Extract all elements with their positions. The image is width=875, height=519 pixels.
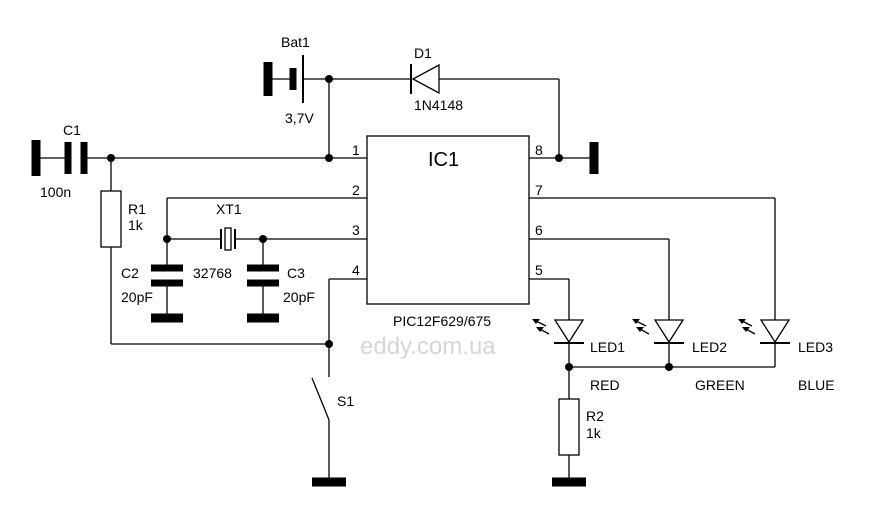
wires xyxy=(84,78,776,480)
ic1: IC1 PIC12F629/675 1 2 3 4 5 6 7 8 xyxy=(352,135,543,329)
led2-name: LED2 xyxy=(692,339,727,355)
watermark: eddy.com.ua xyxy=(360,333,496,360)
crystal-xt1: XT1 32768 xyxy=(193,201,242,281)
r1-value: 1k xyxy=(128,217,144,233)
r2-value: 1k xyxy=(586,425,602,441)
c3-value: 20pF xyxy=(283,289,315,305)
s1-name: S1 xyxy=(337,393,354,409)
c2-name: C2 xyxy=(121,265,139,281)
resistor-r1: R1 1k xyxy=(100,190,146,248)
bat1-name: Bat1 xyxy=(281,34,310,50)
bat1-value: 3,7V xyxy=(285,110,314,126)
ic1-pin-1: 1 xyxy=(352,142,360,158)
led2-color: GREEN xyxy=(695,377,745,393)
capacitor-c1: C1 100n xyxy=(31,122,88,200)
xt1-name: XT1 xyxy=(216,201,242,217)
led1-name: LED1 xyxy=(590,339,625,355)
c2-value: 20pF xyxy=(121,289,153,305)
r2-name: R2 xyxy=(586,408,604,424)
ic1-pin-5: 5 xyxy=(535,262,543,278)
r1-name: R1 xyxy=(128,201,146,217)
battery-bat1: Bat1 3,7V xyxy=(263,34,314,126)
c1-value: 100n xyxy=(40,184,71,200)
diode-d1: D1 1N4148 xyxy=(410,45,463,113)
capacitor-c3: C3 20pF xyxy=(247,264,315,323)
c1-name: C1 xyxy=(63,122,81,138)
ic1-pin-8: 8 xyxy=(535,142,543,158)
led1: LED1 RED xyxy=(532,319,625,393)
led1-color: RED xyxy=(590,377,620,393)
d1-value: 1N4148 xyxy=(414,97,463,113)
ic1-name: IC1 xyxy=(428,149,459,171)
switch-s1: S1 xyxy=(311,377,354,487)
resistor-r2: R2 1k xyxy=(552,398,604,487)
ic1-pin-7: 7 xyxy=(535,182,543,198)
c3-name: C3 xyxy=(287,265,305,281)
ic1-pin-4: 4 xyxy=(352,262,360,278)
ic1-pin-3: 3 xyxy=(352,222,360,238)
d1-name: D1 xyxy=(414,45,432,61)
capacitor-c2: C2 20pF xyxy=(121,264,183,323)
led3-color: BLUE xyxy=(798,377,835,393)
led3-name: LED3 xyxy=(798,339,833,355)
ic1-body xyxy=(366,135,530,305)
ic1-part: PIC12F629/675 xyxy=(393,313,491,329)
ic1-pin-2: 2 xyxy=(352,182,360,198)
ic1-pin-6: 6 xyxy=(535,222,543,238)
led3: LED3 BLUE xyxy=(738,319,835,393)
led2: LED2 GREEN xyxy=(632,319,745,393)
junctions xyxy=(107,75,673,371)
xt1-value: 32768 xyxy=(193,265,232,281)
